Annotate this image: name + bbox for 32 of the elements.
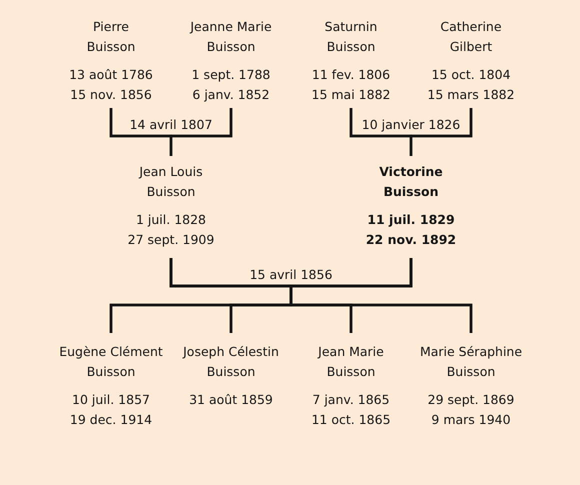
person-name: Pierre Buisson	[86, 18, 136, 56]
person-name: Jean Louis Buisson	[139, 163, 203, 201]
person-name: Joseph Célestin Buisson	[183, 343, 279, 381]
person-name: Marie Séraphine Buisson	[420, 343, 522, 381]
birth-date: 29 sept. 1869	[428, 391, 514, 409]
birth-date: 11 juil. 1829	[367, 211, 455, 229]
death-date: 11 oct. 1865	[311, 411, 391, 429]
death-date: 15 nov. 1856	[70, 86, 152, 104]
death-date: 27 sept. 1909	[128, 231, 214, 249]
birth-date: 1 sept. 1788	[192, 66, 270, 84]
birth-date: 15 oct. 1804	[431, 66, 511, 84]
person-name: Victorine Buisson	[379, 163, 443, 201]
death-date: 15 mai 1882	[312, 86, 390, 104]
connector-line	[170, 108, 232, 156]
connector-line	[410, 108, 472, 156]
birth-date: 31 août 1859	[189, 391, 273, 409]
birth-date: 13 août 1786	[69, 66, 153, 84]
birth-date: 1 juil. 1828	[136, 211, 206, 229]
death-date: 9 mars 1940	[431, 411, 511, 429]
person-name: Jean Marie Buisson	[318, 343, 384, 381]
person-name: Saturnin Buisson	[324, 18, 378, 56]
person-name: Jeanne Marie Buisson	[190, 18, 272, 56]
birth-date: 11 fev. 1806	[312, 66, 390, 84]
death-date: 15 mars 1882	[427, 86, 515, 104]
connector-line	[290, 258, 472, 333]
birth-date: 7 janv. 1865	[312, 391, 390, 409]
birth-date: 10 juil. 1857	[72, 391, 150, 409]
death-date: 6 janv. 1852	[192, 86, 270, 104]
person-name: Eugène Clément Buisson	[59, 343, 163, 381]
person-name: Catherine Gilbert	[440, 18, 502, 56]
death-date: 22 nov. 1892	[366, 231, 456, 249]
death-date: 19 dec. 1914	[70, 411, 152, 429]
